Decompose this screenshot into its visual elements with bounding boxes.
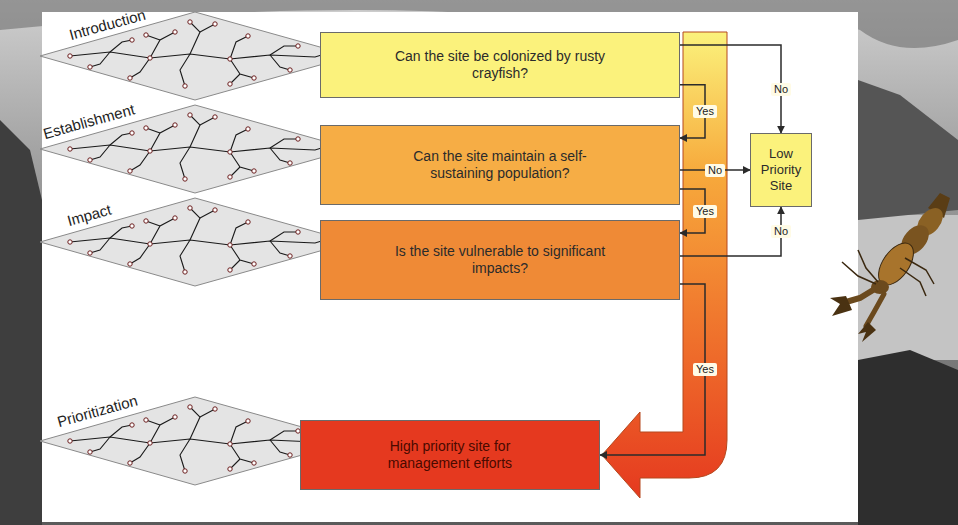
edge-label: Yes [693, 363, 717, 376]
stage-label: Establishment [41, 100, 137, 143]
forest-right [858, 350, 958, 525]
mountain-right [858, 80, 958, 220]
crayfish-illustration [830, 193, 950, 342]
question-band: Can the site be colonized by rusty crayf… [320, 32, 680, 98]
stage-label: Prioritization [55, 392, 139, 431]
outcome-band: High priority site for management effort… [300, 420, 600, 490]
node-text: High priority site for management effort… [350, 438, 550, 473]
edge-label: Yes [693, 205, 717, 218]
stage-label: Introduction [67, 6, 147, 44]
node-text: Can the site be colonized by rusty crayf… [385, 48, 615, 83]
question-band: Is the site vulnerable to significant im… [320, 220, 680, 300]
node-text: Can the site maintain a self-sustaining … [385, 148, 615, 183]
edge-label: No [705, 164, 725, 177]
node-text: Is the site vulnerable to significant im… [385, 243, 615, 278]
outcome-box: Low Priority Site [750, 133, 812, 207]
stream-network [40, 198, 352, 286]
question-band: Can the site maintain a self-sustaining … [320, 125, 680, 205]
flow-connector [600, 284, 705, 455]
mountain-left [0, 120, 42, 525]
edge-label: No [771, 83, 791, 96]
stage-label: Impact [65, 201, 113, 230]
edge-label: Yes [693, 105, 717, 118]
flow-connector [680, 45, 781, 133]
node-text: Low Priority Site [759, 146, 803, 195]
edge-label: No [771, 225, 791, 238]
